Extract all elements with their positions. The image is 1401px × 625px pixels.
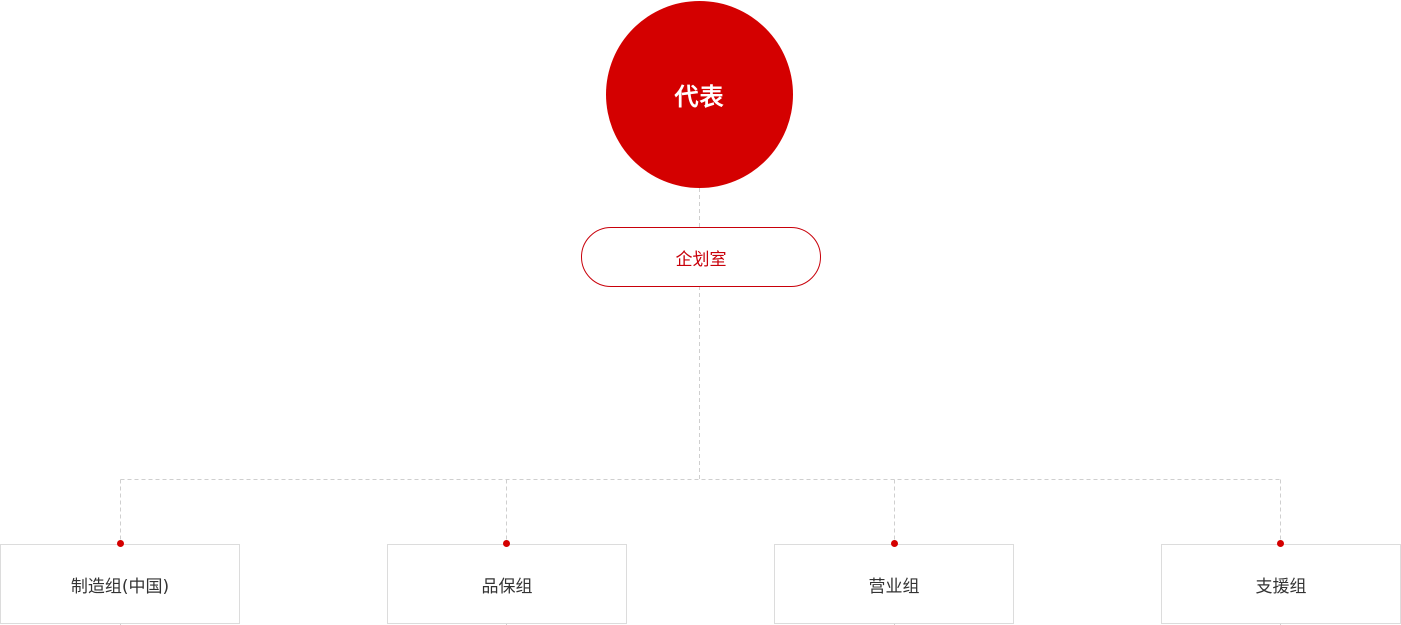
ceo-label: 代表 xyxy=(674,83,725,111)
dept-label-manufacturing: 制造组(中国) xyxy=(70,576,170,597)
dept-label-sales: 营业组 xyxy=(868,576,920,597)
planning-office-node: 企划室 xyxy=(581,227,821,287)
dept-node-manufacturing: 制造组(中国) xyxy=(0,544,240,624)
dept-node-support: 支援组 xyxy=(1161,544,1401,624)
dept-dot-support xyxy=(1277,540,1284,547)
dept-label-support: 支援组 xyxy=(1255,576,1307,597)
dept-dot-sales xyxy=(891,540,898,547)
dept-dot-manufacturing xyxy=(117,540,124,547)
dept-node-qa: 品保组 xyxy=(387,544,627,624)
ceo-node: 代表 xyxy=(606,1,793,188)
dept-dot-qa xyxy=(503,540,510,547)
planning-office-label: 企划室 xyxy=(675,249,727,270)
dept-label-qa: 品保组 xyxy=(481,576,533,597)
dept-node-sales: 营业组 xyxy=(774,544,1014,624)
